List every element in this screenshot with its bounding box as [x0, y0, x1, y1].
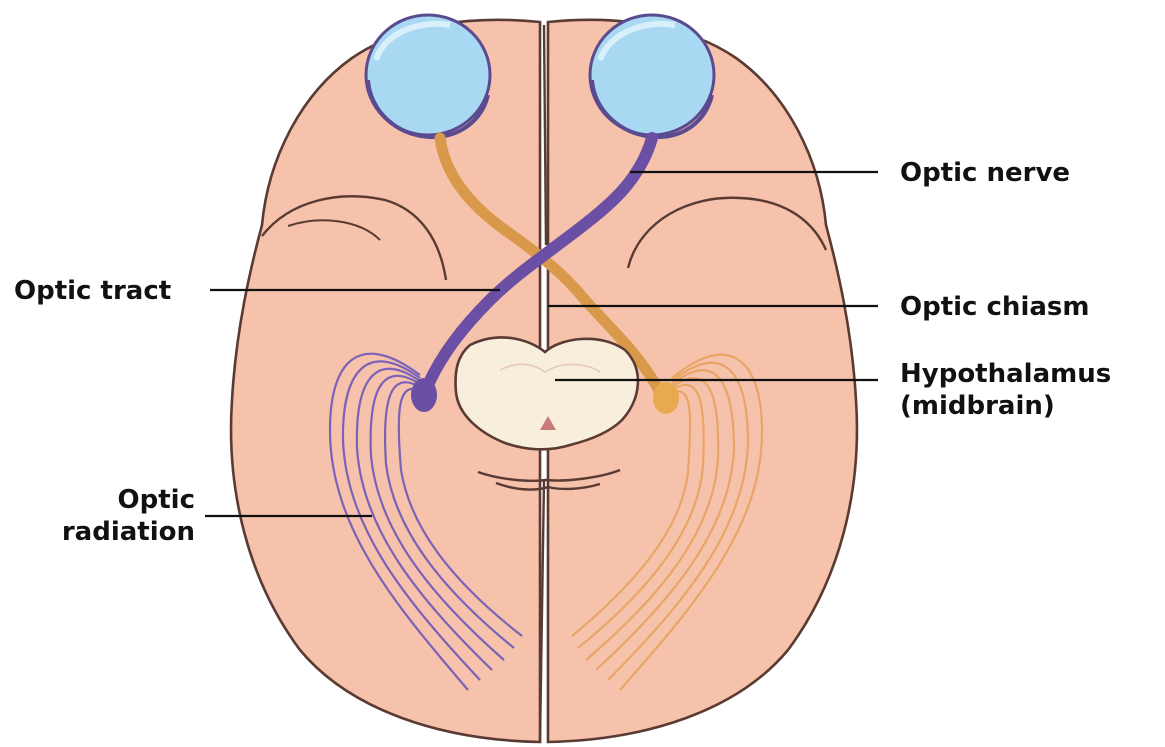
label-optic-tract: Optic tract [14, 276, 171, 306]
left-eye [366, 15, 490, 137]
label-optic-radiation-line1: Optic [118, 485, 195, 515]
label-midbrain: (midbrain) [900, 391, 1055, 421]
label-optic-nerve: Optic nerve [900, 158, 1070, 188]
right-eye [590, 15, 714, 137]
right-geniculate-body [653, 382, 679, 414]
label-optic-radiation-line2: radiation [62, 517, 195, 547]
label-hypothalamus: Hypothalamus [900, 359, 1111, 389]
label-optic-chiasm: Optic chiasm [900, 292, 1089, 322]
left-geniculate-body [411, 378, 437, 412]
